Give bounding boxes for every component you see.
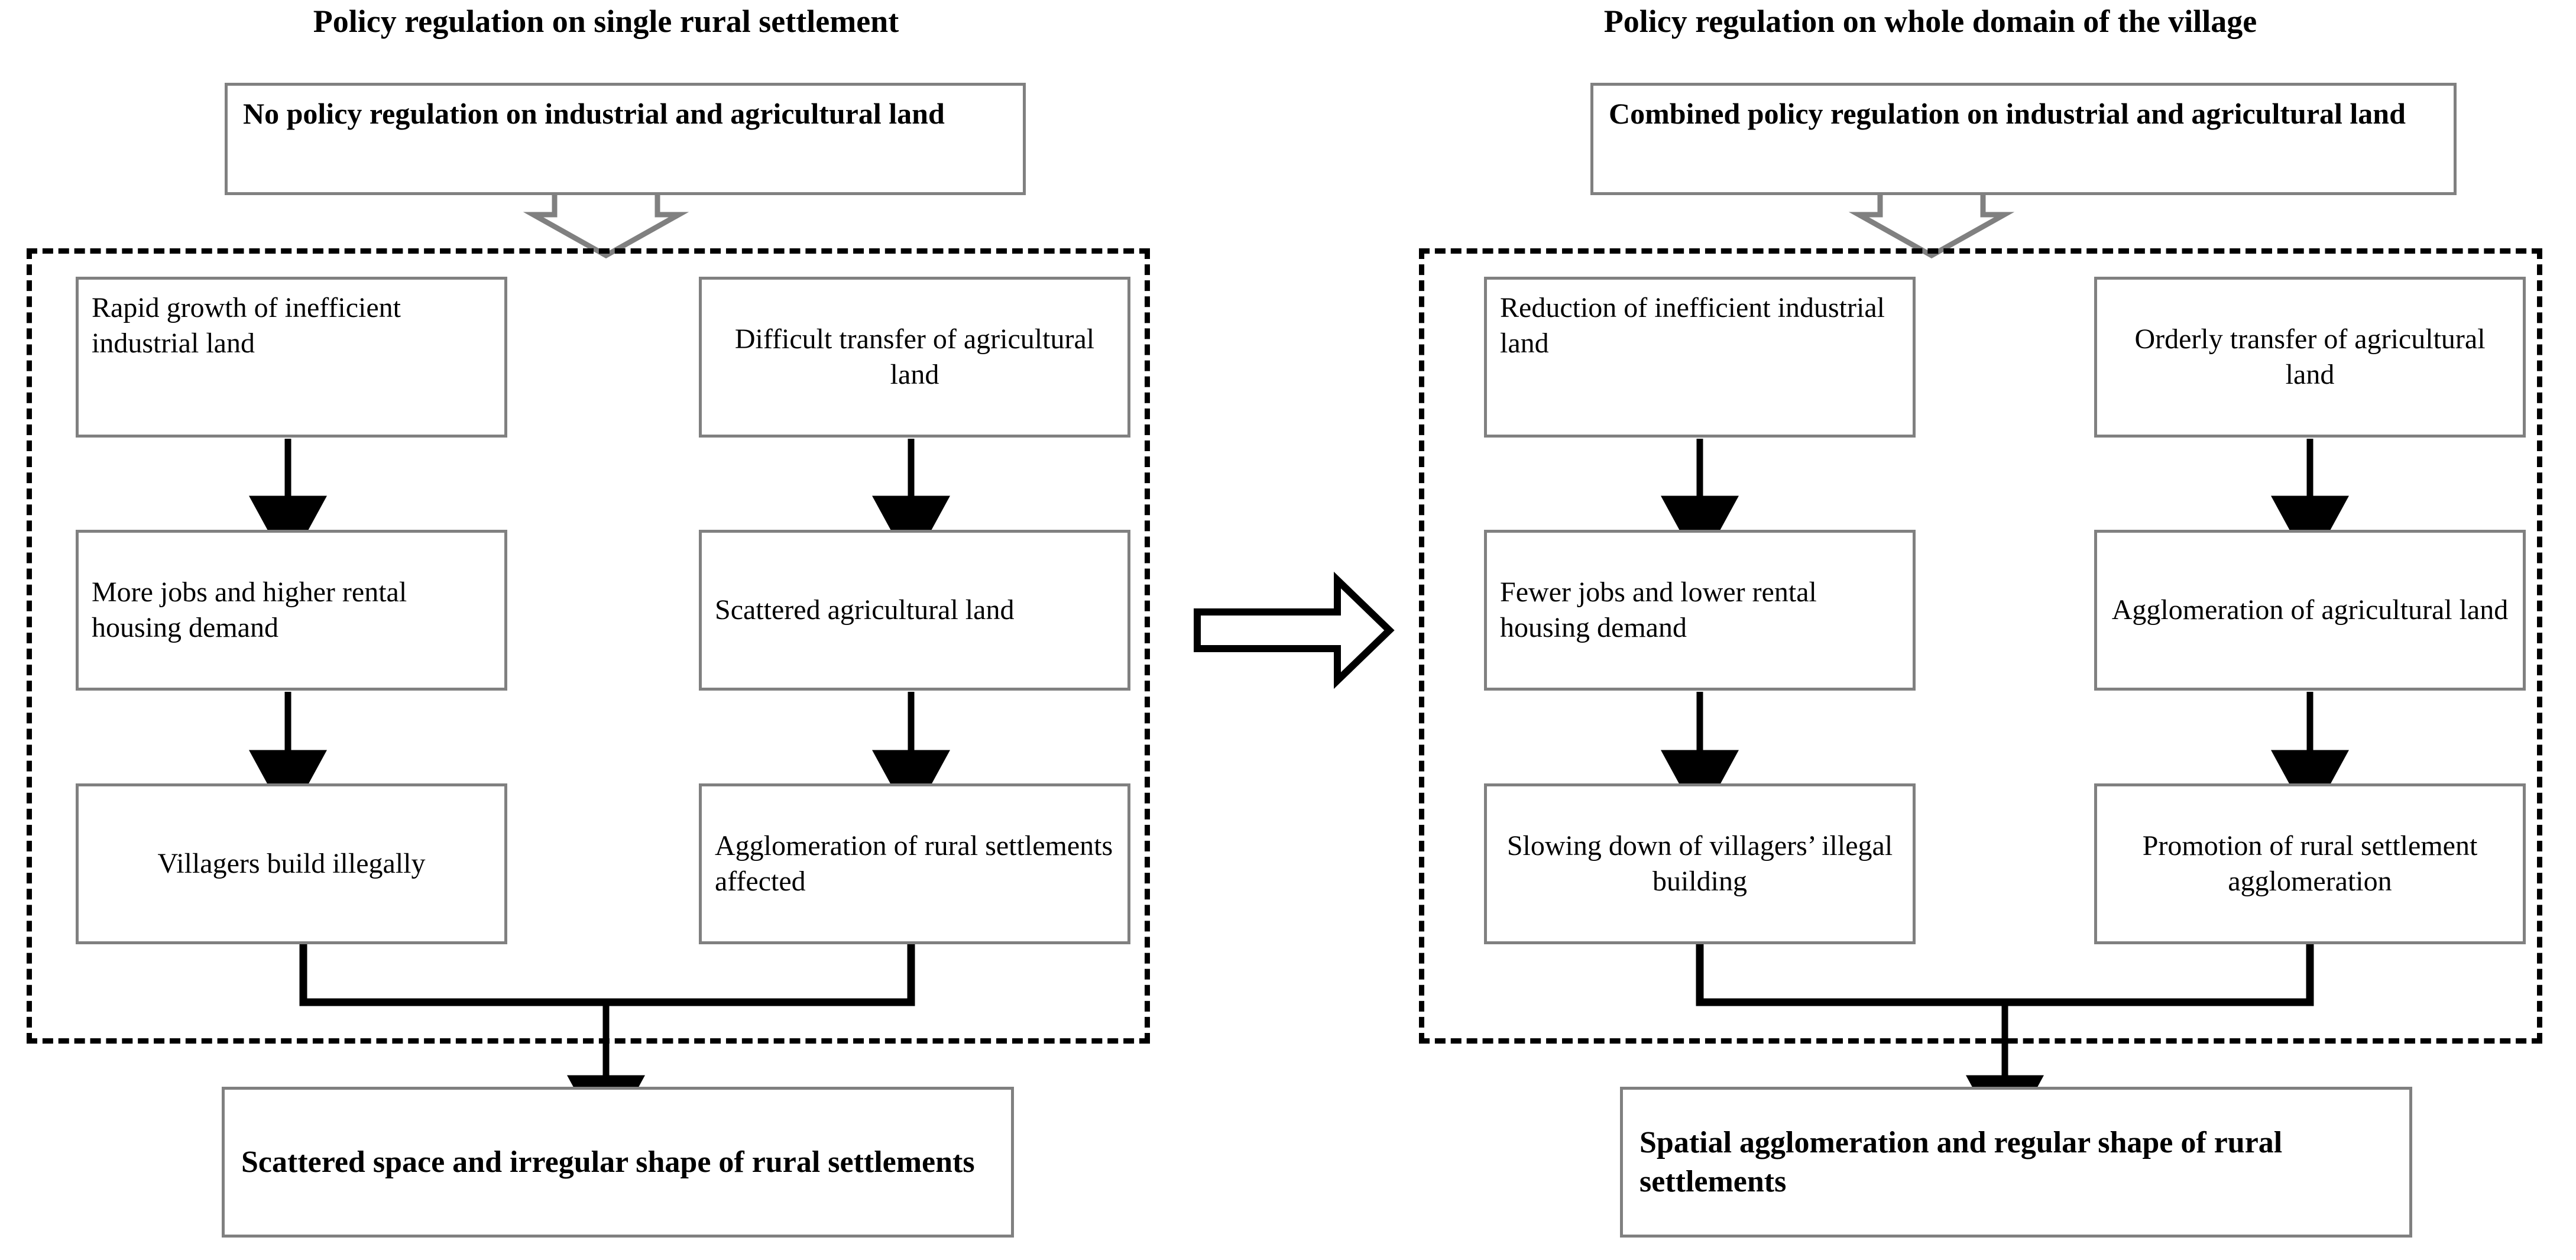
flow-box-text: Slowing down of villagers’ illegal build… [1506, 830, 1893, 897]
result-box-right: Spatial agglomeration and regular shape … [1620, 1087, 2412, 1238]
flow-box-text: Villagers build illegally [157, 848, 426, 879]
result-text: Scattered space and irregular shape of r… [241, 1145, 975, 1179]
page-title-right: Policy regulation on whole domain of the… [1603, 4, 2257, 39]
flow-box-left-c1-s1: Rapid growth of inefficient industrial l… [76, 277, 507, 438]
policy-box-left: No policy regulation on industrial and a… [225, 83, 1026, 195]
flow-box-text: Difficult transfer of agricultural land [734, 323, 1095, 390]
flow-box-left-c2-s2: Scattered agricultural land [699, 530, 1130, 691]
flow-box-right-c2-s1: Orderly transfer of agricultural land [2094, 277, 2526, 438]
flow-box-text: Agglomeration of rural settlements affec… [715, 830, 1113, 897]
hollow-arrow-right [1848, 195, 2015, 259]
flow-box-text: More jobs and higher rental housing dema… [92, 576, 407, 643]
hollow-arrow-left [523, 195, 689, 259]
dashed-region-left [27, 248, 1150, 1044]
flow-box-left-c1-s2: More jobs and higher rental housing dema… [76, 530, 507, 691]
page-title-left: Policy regulation on single rural settle… [313, 4, 899, 39]
flow-box-text: Reduction of inefficient industrial land [1500, 292, 1885, 359]
result-text: Spatial agglomeration and regular shape … [1639, 1125, 2283, 1199]
flow-box-right-c1-s1: Reduction of inefficient industrial land [1484, 277, 1916, 438]
flow-box-left-c2-s1: Difficult transfer of agricultural land [699, 277, 1130, 438]
flow-box-left-c1-s3: Villagers build illegally [76, 783, 507, 944]
flow-box-right-c1-s2: Fewer jobs and lower rental housing dema… [1484, 530, 1916, 691]
flow-box-right-c1-s3: Slowing down of villagers’ illegal build… [1484, 783, 1916, 944]
result-box-left: Scattered space and irregular shape of r… [222, 1087, 1014, 1238]
flow-box-text: Orderly transfer of agricultural land [2134, 323, 2486, 390]
flow-box-text: Promotion of rural settlement agglomerat… [2142, 830, 2478, 897]
flow-box-text: Scattered agricultural land [715, 594, 1015, 626]
flow-box-right-c2-s2: Agglomeration of agricultural land [2094, 530, 2526, 691]
flow-box-text: Fewer jobs and lower rental housing dema… [1500, 576, 1817, 643]
dashed-region-right [1419, 248, 2542, 1044]
flow-box-text: Agglomeration of agricultural land [2111, 594, 2509, 626]
flow-box-text: Rapid growth of inefficient industrial l… [92, 292, 401, 359]
transition-block-arrow-icon [1194, 571, 1395, 689]
policy-box-right: Combined policy regulation on industrial… [1590, 83, 2457, 195]
flow-box-left-c2-s3: Agglomeration of rural settlements affec… [699, 783, 1130, 944]
flow-box-right-c2-s3: Promotion of rural settlement agglomerat… [2094, 783, 2526, 944]
